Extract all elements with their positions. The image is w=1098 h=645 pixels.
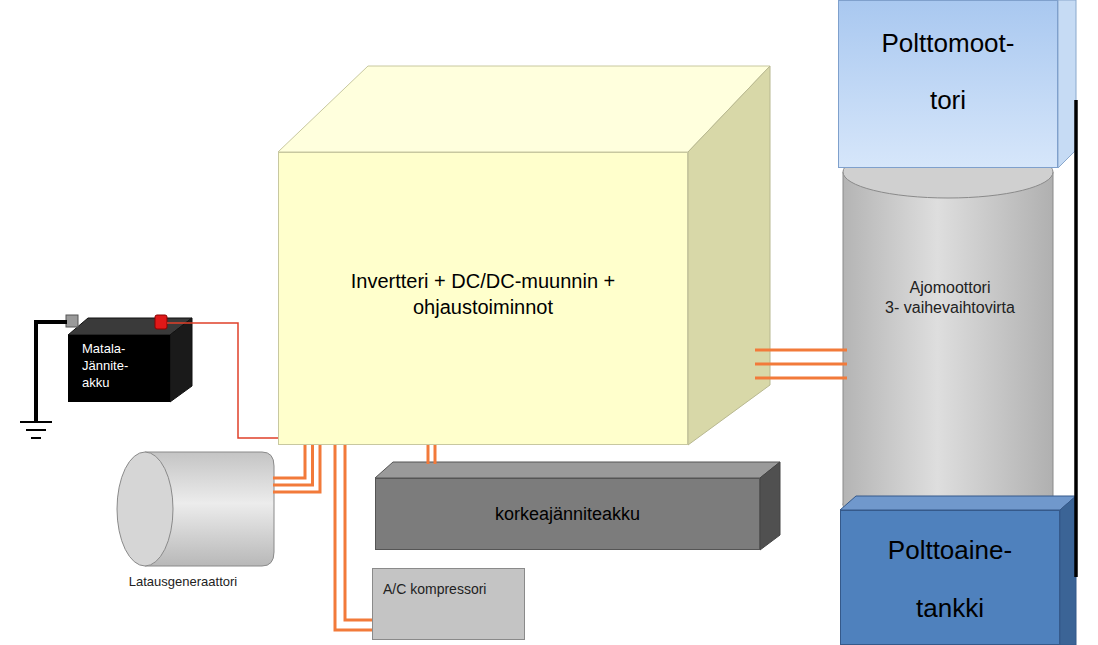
tank-box: Polttoaine- tankki bbox=[840, 510, 1060, 645]
ground-symbol bbox=[20, 421, 52, 423]
battery-box: Matala- Jännite- akku bbox=[68, 335, 170, 402]
box-side-face bbox=[688, 66, 770, 445]
ground-wire bbox=[36, 322, 67, 422]
node-label: A/C kompressori bbox=[383, 581, 524, 597]
wire bbox=[273, 445, 313, 485]
node-label: Polttoaine- tankki bbox=[870, 521, 1030, 637]
node-label: Ajomoottori bbox=[843, 278, 1057, 298]
wire bbox=[1074, 100, 1078, 577]
inverter-box: Invertteri + DC/DC-muunnin + ohjaustoimi… bbox=[278, 152, 688, 445]
tank-side-face bbox=[1060, 496, 1076, 645]
wire bbox=[755, 349, 847, 352]
wire bbox=[335, 445, 372, 630]
ground-symbol bbox=[31, 437, 41, 439]
generator-cylinder: Latausgeneraattori bbox=[118, 452, 274, 566]
motor-outline bbox=[1053, 172, 1054, 505]
generator-end bbox=[117, 452, 173, 566]
engine-side-face bbox=[1058, 0, 1076, 168]
compressor-box: A/C kompressori bbox=[372, 568, 525, 640]
ground-symbol bbox=[26, 429, 46, 431]
motor-body bbox=[843, 172, 1053, 505]
wire-connector bbox=[428, 445, 435, 464]
node-label: korkeajänniteakku bbox=[495, 504, 640, 525]
node-sublabel: 3- vaihevaihtovirta bbox=[843, 298, 1057, 318]
wire-connector bbox=[335, 445, 372, 630]
battery-terminal bbox=[155, 315, 167, 329]
node-label: Latausgeneraattori bbox=[88, 574, 278, 589]
wire bbox=[755, 363, 847, 366]
battery-top-face bbox=[375, 462, 780, 478]
wire-connector bbox=[167, 323, 278, 438]
battery-terminal bbox=[66, 315, 78, 327]
wire bbox=[427, 445, 430, 464]
wire bbox=[755, 377, 847, 380]
wire-connector bbox=[273, 445, 320, 492]
wire bbox=[167, 323, 278, 438]
battery-box: korkeajänniteakku bbox=[375, 478, 760, 550]
node-label: Polttomoot- tori bbox=[868, 15, 1028, 129]
box-top-face bbox=[278, 66, 770, 152]
wire bbox=[273, 445, 320, 492]
motor-body bbox=[843, 172, 1053, 505]
wire-connector bbox=[755, 350, 847, 378]
wire-connector bbox=[1076, 100, 1077, 577]
wire bbox=[434, 445, 437, 464]
battery-side-face bbox=[170, 318, 192, 402]
tank-top-face bbox=[840, 496, 1076, 510]
battery-side-face bbox=[760, 462, 780, 550]
wire bbox=[273, 445, 305, 478]
node-label: Invertteri + DC/DC-muunnin + ohjaustoimi… bbox=[318, 268, 648, 320]
motor-outline bbox=[843, 172, 844, 505]
wire bbox=[345, 445, 372, 620]
engine-box: Polttomoot- tori bbox=[838, 0, 1058, 168]
node-label: Matala- Jännite- akku bbox=[82, 340, 152, 391]
motor-cylinder: Ajomoottori3- vaihevaihtovirta bbox=[843, 200, 1057, 505]
